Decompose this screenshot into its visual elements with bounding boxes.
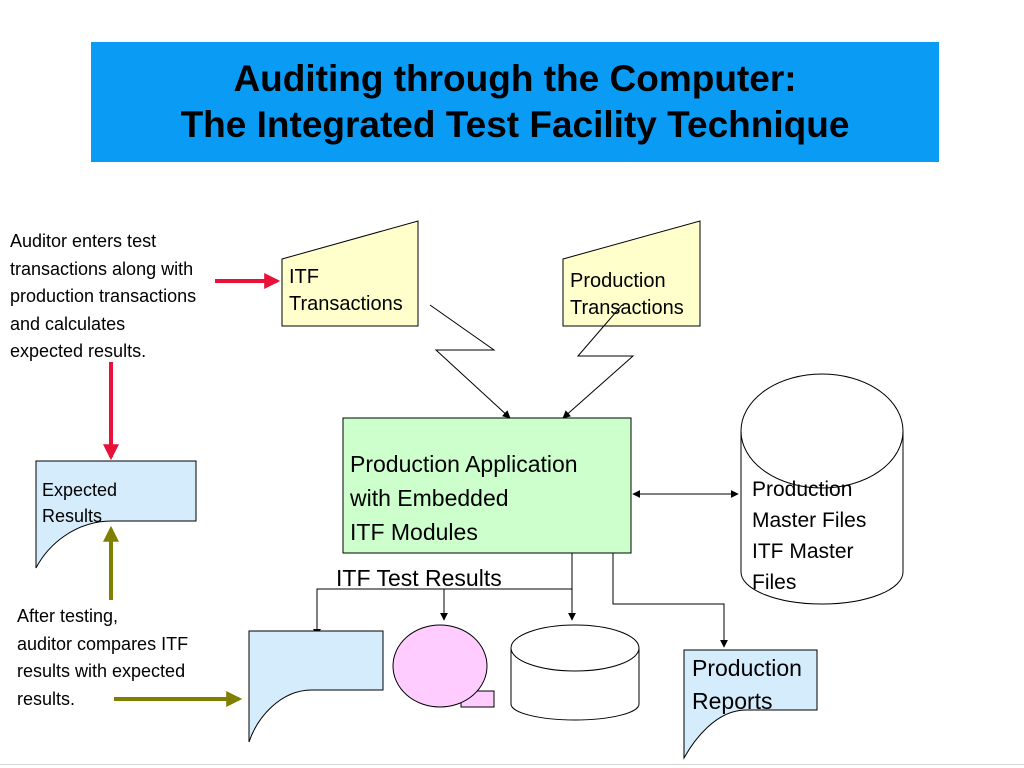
display-shape: [392, 624, 495, 708]
note-line: After testing,: [17, 606, 119, 626]
label-line: Production: [752, 478, 853, 501]
itf-results-document-shape: [248, 630, 384, 743]
note-line: and calculates: [10, 313, 126, 334]
label-line: Results: [42, 506, 103, 526]
note-line: auditor compares ITF: [17, 633, 189, 654]
label-line: ITF Master: [752, 540, 854, 563]
auditor-enters-note: Auditor enters test transactions along w…: [10, 228, 196, 366]
itf-transactions-input-shape: [281, 220, 419, 327]
expected-results-document-shape: [35, 460, 197, 569]
label-line: Production: [570, 270, 666, 292]
itf-transactions-label: ITF Transactions: [289, 264, 403, 318]
label-line: Production: [692, 655, 802, 681]
connector-to-production-reports: [612, 553, 728, 648]
label-line: Reports: [692, 688, 773, 714]
production-reports-label: Production Reports: [692, 652, 802, 718]
itf-storage-cylinder-shape: [510, 624, 640, 721]
note-line: results with expected: [17, 661, 186, 681]
master-files-label: Production Master Files ITF Master Files: [752, 474, 866, 598]
production-application-box: [342, 417, 632, 554]
label-line: Files: [752, 571, 797, 594]
note-line: Auditor enters test: [10, 231, 157, 251]
expected-results-label: Expected Results: [42, 477, 117, 529]
label-line: ITF: [289, 266, 319, 288]
master-files-cylinder-shape: [740, 373, 904, 605]
production-transactions-label: Production Transactions: [570, 268, 684, 322]
label-line: Production Application: [350, 451, 578, 477]
after-testing-note: After testing, auditor compares ITF resu…: [17, 603, 188, 713]
label-line: ITF Modules: [350, 519, 478, 545]
bottom-divider: [0, 764, 1024, 765]
label-line: Transactions: [289, 293, 403, 315]
note-line: transactions along with: [10, 258, 194, 279]
production-application-label: Production Application with Embedded ITF…: [350, 447, 578, 549]
note-line: expected results.: [10, 341, 147, 361]
note-line: production transactions: [10, 286, 197, 306]
label-line: Transactions: [570, 297, 684, 319]
itf-test-results-label: ITF Test Results: [336, 565, 502, 591]
lightning-arrow-icon: [429, 304, 511, 419]
lightning-arrow-icon: [562, 304, 635, 419]
title-line-2: The Integrated Test Facility Technique: [180, 104, 850, 145]
title-line-1: Auditing through the Computer:: [233, 58, 797, 99]
label-line: Expected: [42, 480, 118, 500]
label-line: with Embedded: [350, 485, 509, 511]
production-transactions-input-shape: [562, 220, 701, 327]
production-reports-document-shape: [683, 649, 818, 760]
note-line: results.: [17, 688, 76, 709]
label-line: Master Files: [752, 509, 867, 532]
title-banner: Auditing through the Computer: The Integ…: [91, 42, 939, 162]
